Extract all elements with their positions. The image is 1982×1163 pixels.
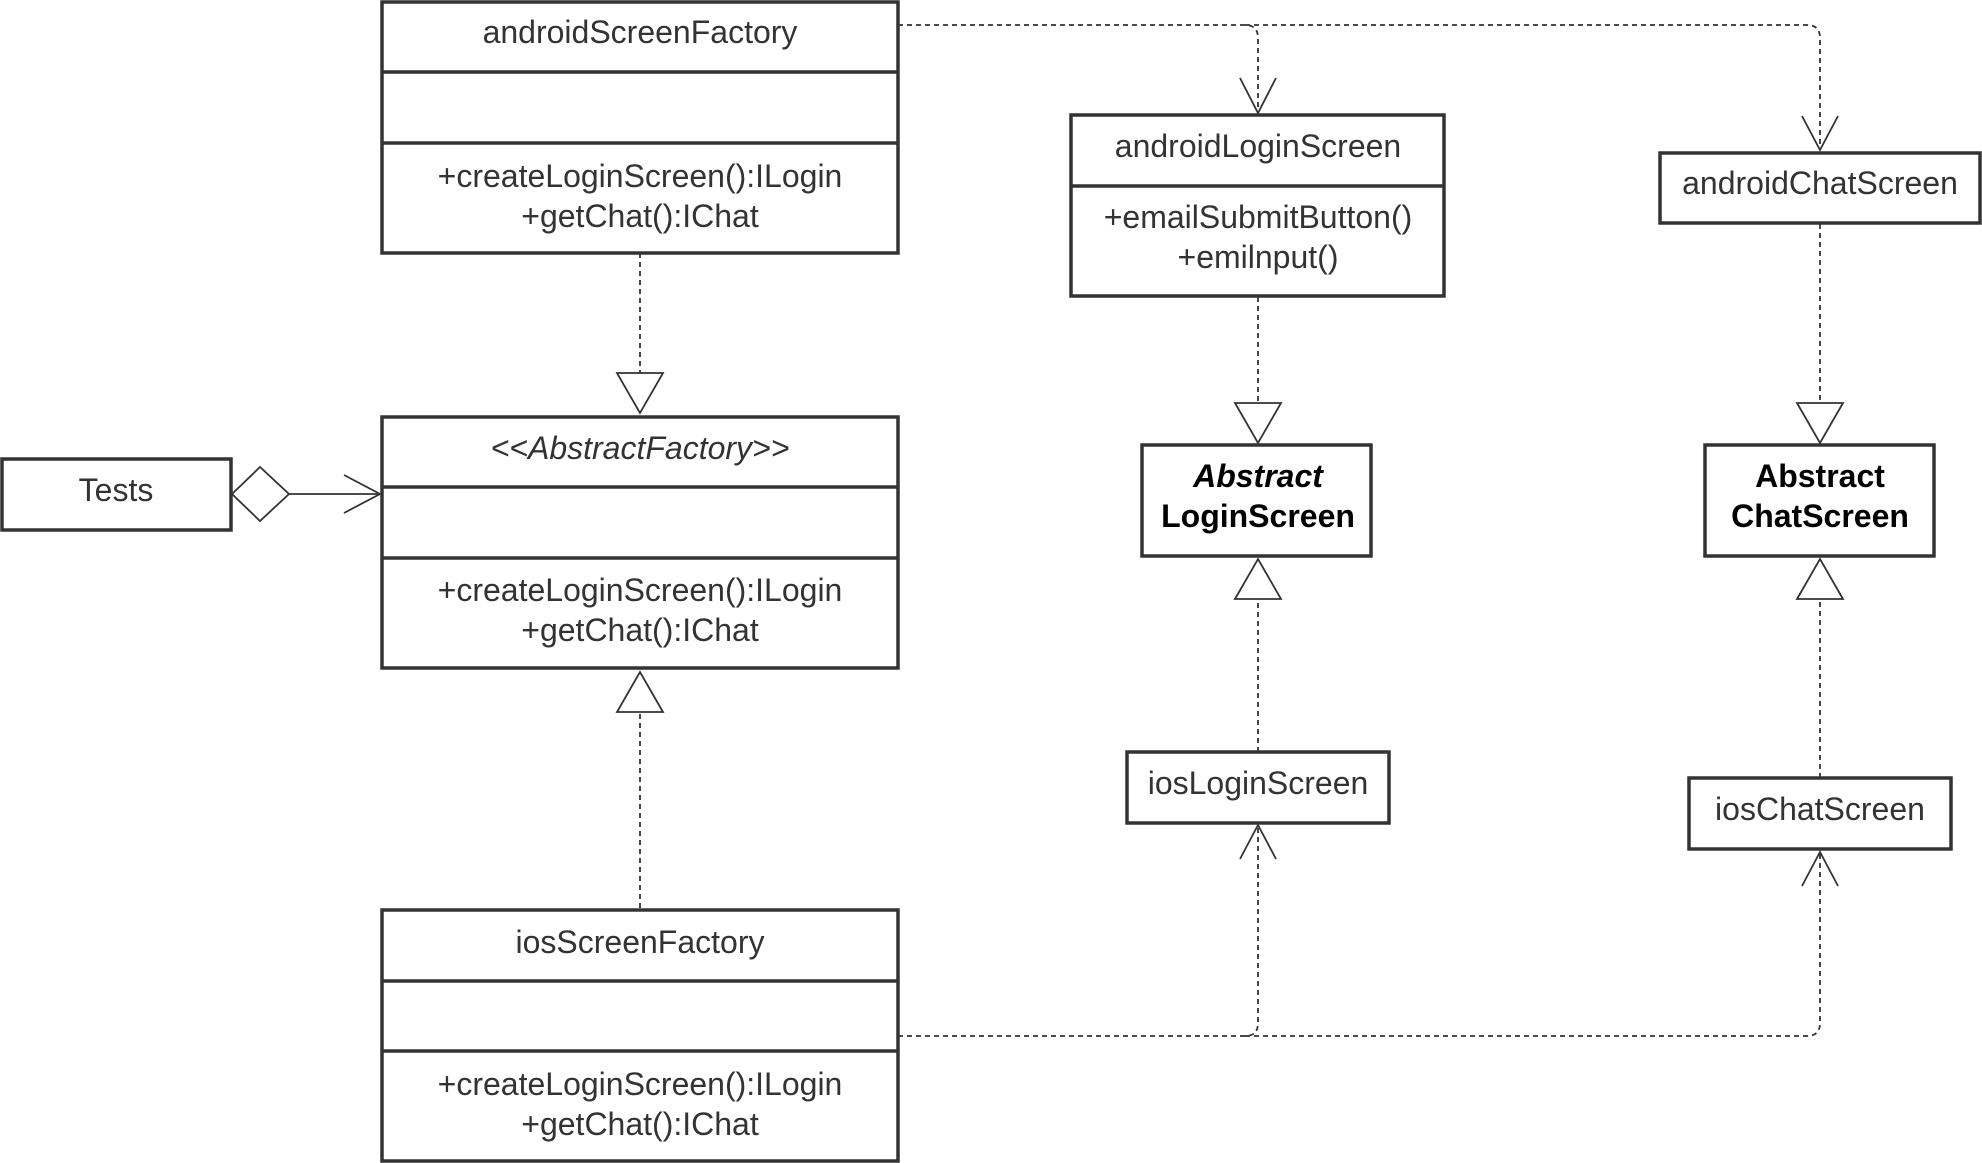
method: +getChat():IChat (521, 612, 759, 648)
android-factory-realization-arrowhead (615, 372, 665, 415)
android-chat-realization-arrowhead (1795, 402, 1845, 445)
class-android-chat-screen: androidChatScreen (1658, 151, 1982, 225)
android-factory-to-chat-dependency-line (1245, 24, 1821, 150)
class-name: Tests (79, 472, 154, 508)
method: +createLoginScreen():ILogin (438, 572, 843, 608)
class-abstract-chat-screen: Abstract ChatScreen (1703, 443, 1936, 558)
tests-aggregation-arrowhead (343, 474, 382, 514)
class-name-line2: ChatScreen (1731, 498, 1909, 534)
android-login-dependency-arrowhead (1239, 77, 1277, 115)
class-tests: Tests (0, 457, 233, 532)
method: +createLoginScreen():ILogin (438, 1066, 843, 1102)
class-name-line1: Abstract (1192, 458, 1324, 494)
ios-factory-realization-arrowhead (615, 670, 665, 713)
class-name: <<AbstractFactory>> (491, 430, 790, 466)
ios-chat-realization-arrowhead (1795, 557, 1845, 600)
class-ios-chat-screen: iosChatScreen (1687, 776, 1953, 851)
class-name: androidScreenFactory (483, 14, 798, 50)
ios-login-dependency-arrowhead (1239, 823, 1277, 860)
ios-chat-dependency-arrowhead (1801, 850, 1839, 887)
method: +getChat():IChat (521, 1106, 759, 1142)
class-name-line1: Abstract (1755, 458, 1885, 494)
ios-factory-dependency-line (898, 825, 1259, 1037)
android-chat-dependency-arrowhead (1801, 115, 1839, 152)
ios-login-realization-arrowhead (1233, 557, 1283, 600)
ios-factory-to-chat-dependency-line (1245, 852, 1821, 1037)
class-name: iosLoginScreen (1148, 765, 1369, 801)
aggregation-diamond (230, 465, 291, 523)
class-abstract-factory: <<AbstractFactory>> +createLoginScreen()… (380, 415, 900, 670)
class-android-login-screen: androidLoginScreen +emailSubmitButton() … (1069, 113, 1446, 298)
class-name: androidLoginScreen (1115, 128, 1401, 164)
class-ios-login-screen: iosLoginScreen (1125, 750, 1391, 825)
class-ios-screen-factory: iosScreenFactory +createLoginScreen():IL… (380, 908, 900, 1163)
class-name: iosChatScreen (1715, 791, 1925, 827)
connectors (230, 24, 1845, 1037)
method: +getChat():IChat (521, 198, 759, 234)
android-login-realization-arrowhead (1233, 402, 1283, 445)
method: +emilnput() (1178, 239, 1339, 275)
class-name: androidChatScreen (1682, 165, 1958, 201)
class-name-line2: LoginScreen (1161, 498, 1355, 534)
class-android-screen-factory: androidScreenFactory +createLoginScreen(… (380, 0, 900, 255)
method: +createLoginScreen():ILogin (438, 158, 843, 194)
android-factory-dependency-line (898, 24, 1259, 113)
method: +emailSubmitButton() (1104, 199, 1413, 235)
class-abstract-login-screen: Abstract LoginScreen (1140, 443, 1373, 558)
class-name: iosScreenFactory (516, 924, 765, 960)
